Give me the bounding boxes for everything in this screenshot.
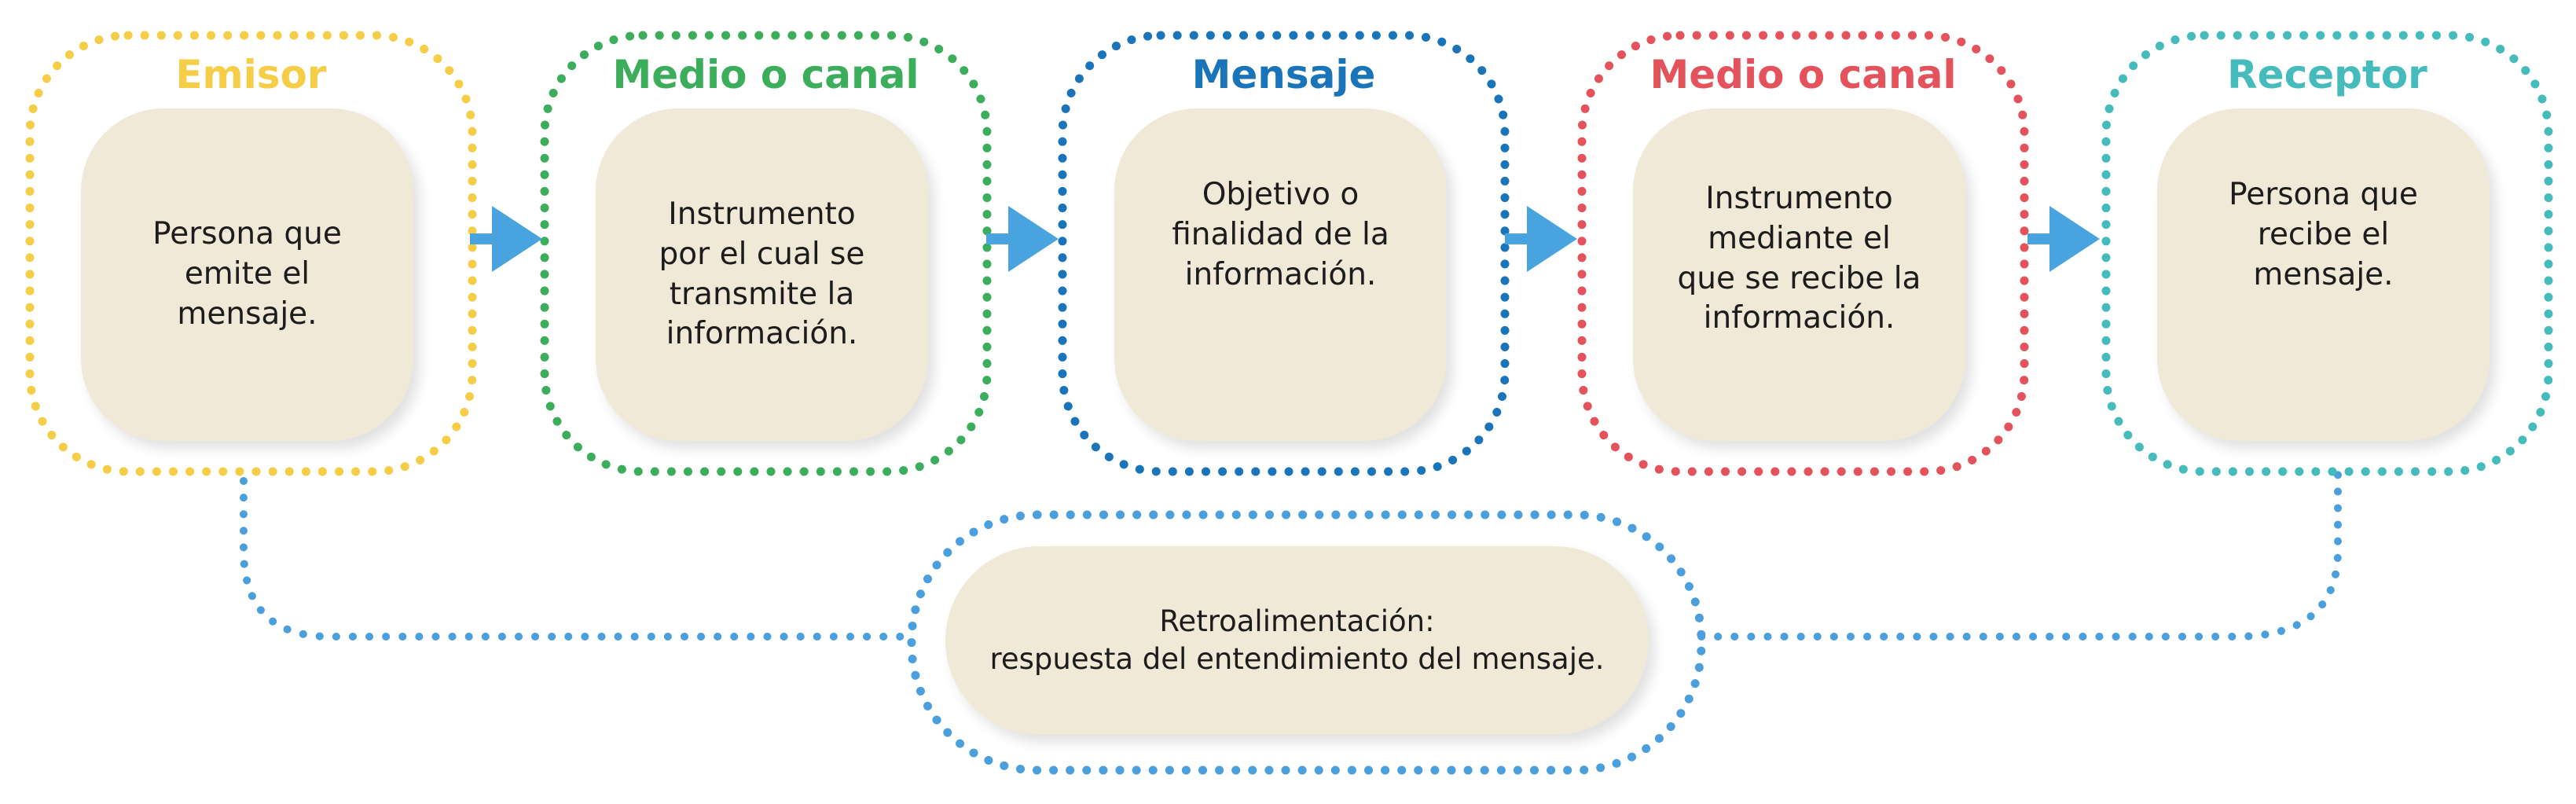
card-text-receptor: Persona que recibe el mensaje. <box>2229 177 2418 292</box>
stage-emisor: Emisor <box>30 55 472 472</box>
stage-outline-medio-canal-2 <box>1577 31 2029 476</box>
stage-medio-canal-1: Medio o canal <box>545 55 987 472</box>
stage-outline-mensaje <box>1058 31 1510 476</box>
card-medio-canal-2: Instrumento mediante el que se recibe la… <box>1633 108 1965 441</box>
arrow-mensaje-to-medio <box>1505 206 1577 272</box>
arrow-emisor-to-medio <box>470 206 542 272</box>
feedback-loop-line <box>240 477 916 641</box>
card-text-mensaje: Objetivo o finalidad de la información. <box>1172 177 1389 292</box>
stage-title-medio-canal-1: Medio o canal <box>612 52 919 97</box>
arrow-medio-to-receptor <box>2027 206 2100 272</box>
stage-outline-medio-canal-1 <box>540 31 992 476</box>
feedback-loop-line-right <box>1697 466 2342 641</box>
feedback-text: Retroalimentación: respuesta del entendi… <box>989 604 1605 676</box>
feedback-outline <box>907 510 1706 775</box>
card-text-medio-canal-1: Instrumento por el cual se transmite la … <box>659 196 865 352</box>
card-text-emisor: Persona que emite el mensaje. <box>152 216 342 332</box>
arrow-medio-to-mensaje <box>986 206 1059 272</box>
stage-medio-canal-2: Medio o canal <box>1582 55 2024 472</box>
stage-title-emisor: Emisor <box>175 52 327 97</box>
stage-title-receptor: Receptor <box>2227 52 2427 97</box>
stage-outline-emisor <box>25 31 477 476</box>
stage-receptor: Receptor <box>2106 55 2548 472</box>
stage-title-medio-canal-2: Medio o canal <box>1649 52 1957 97</box>
card-emisor: Persona que emite el mensaje. <box>81 108 413 441</box>
stage-title-mensaje: Mensaje <box>1191 52 1376 97</box>
feedback-card: Retroalimentación: respuesta del entendi… <box>945 546 1649 735</box>
card-text-medio-canal-2: Instrumento mediante el que se recibe la… <box>1677 181 1921 336</box>
stage-outline-receptor <box>2101 31 2553 476</box>
card-medio-canal-1: Instrumento por el cual se transmite la … <box>596 108 928 441</box>
card-receptor: Persona que recibe el mensaje. <box>2157 108 2490 441</box>
stage-mensaje: Mensaje <box>1062 55 1505 472</box>
card-mensaje: Objetivo o finalidad de la información. <box>1114 108 1447 441</box>
